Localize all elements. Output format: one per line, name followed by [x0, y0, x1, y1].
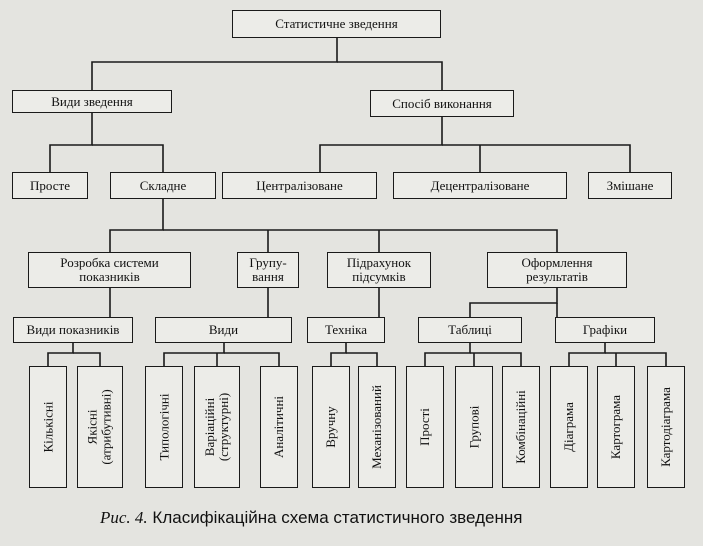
- node-centralized: Централізоване: [222, 172, 377, 199]
- node-indicators-system: Розробка системи показників: [28, 252, 191, 288]
- node-graphs: Графіки: [555, 317, 655, 343]
- leaf-variational-label: Варіаційні (структурні): [202, 392, 232, 462]
- leaf-manual-label: Вручну: [323, 406, 338, 448]
- leaf-combined-tables: Комбінаційні: [502, 366, 540, 488]
- figure-caption-text: Класифікаційна схема статистичного зведе…: [147, 508, 523, 527]
- node-root: Статистичне зведення: [232, 10, 441, 38]
- leaf-cartogram: Картограма: [597, 366, 635, 488]
- leaf-diagram-label: Діаграма: [561, 402, 577, 452]
- node-decentralized: Децентралізоване: [393, 172, 567, 199]
- leaf-variational: Варіаційні (структурні): [194, 366, 240, 488]
- leaf-combined-tables-label: Комбінаційні: [513, 390, 528, 464]
- node-simple: Просте: [12, 172, 88, 199]
- node-grouping: Групу- вання: [237, 252, 299, 288]
- leaf-group-tables: Групові: [455, 366, 493, 488]
- figure-number: Рис. 4.: [100, 508, 148, 527]
- node-kinds: Види: [155, 317, 292, 343]
- leaf-diagram: Діаграма: [550, 366, 588, 488]
- leaf-typological-label: Типологічні: [156, 393, 171, 461]
- leaf-quantitative: Кількісні: [29, 366, 67, 488]
- leaf-cartodiagram: Картодіаграма: [647, 366, 685, 488]
- node-mixed: Змішане: [588, 172, 672, 199]
- leaf-cartodiagram-label: Картодіаграма: [658, 387, 673, 467]
- leaf-analytical: Аналітичні: [260, 366, 298, 488]
- node-method: Спосіб виконання: [370, 90, 514, 117]
- leaf-analytical-label: Аналітичні: [271, 395, 287, 459]
- leaf-quantitative-label: Кількісні: [40, 401, 55, 453]
- leaf-group-tables-label: Групові: [466, 405, 482, 449]
- node-indicator-types: Види показників: [13, 317, 133, 343]
- leaf-simple-tables: Прості: [406, 366, 444, 488]
- leaf-mechanized-label: Механізований: [369, 385, 385, 469]
- node-totals: Підрахунок підсумків: [327, 252, 431, 288]
- leaf-manual: Вручну: [312, 366, 350, 488]
- node-technique: Техніка: [307, 317, 385, 343]
- leaf-simple-tables-label: Прості: [417, 408, 432, 446]
- leaf-qualitative-label: Якісні (атрибутивні): [85, 389, 115, 465]
- leaf-typological: Типологічні: [145, 366, 183, 488]
- leaf-qualitative: Якісні (атрибутивні): [77, 366, 123, 488]
- node-complex: Складне: [110, 172, 216, 199]
- node-tables: Таблиці: [418, 317, 522, 343]
- node-types: Види зведення: [12, 90, 172, 113]
- figure-caption: Рис. 4. Класифікаційна схема статистично…: [100, 508, 620, 528]
- node-results: Оформлення результатів: [487, 252, 627, 288]
- leaf-mechanized: Механізований: [358, 366, 396, 488]
- leaf-cartogram-label: Картограма: [608, 394, 623, 460]
